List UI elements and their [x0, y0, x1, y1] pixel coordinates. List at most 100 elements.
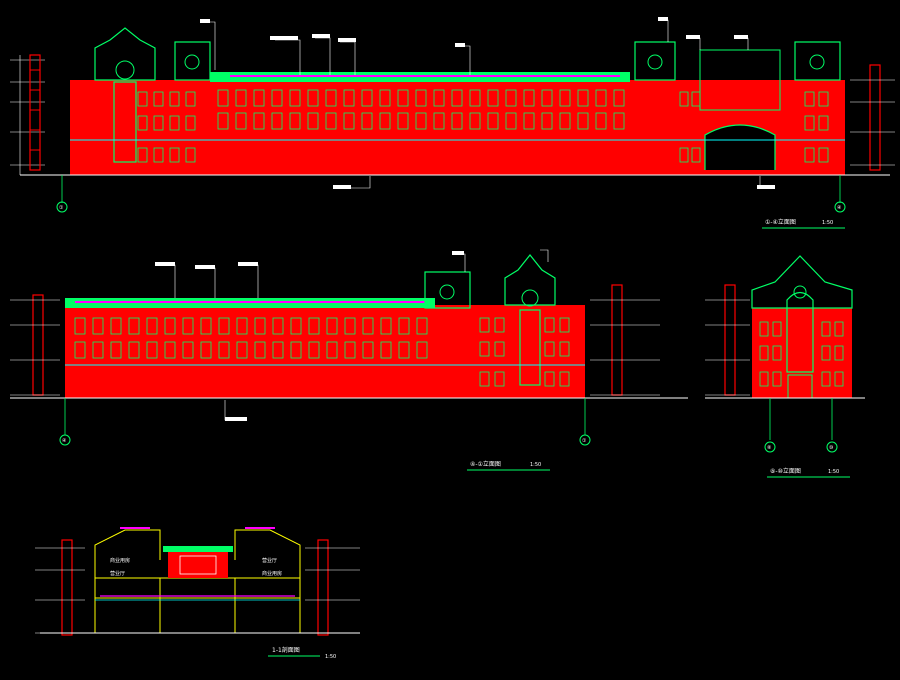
window — [253, 89, 265, 107]
axis-label-left: ① — [59, 205, 64, 211]
right-dimension-column — [590, 299, 660, 396]
window — [416, 341, 428, 359]
view-title: ⑧-⑩立面图 — [770, 467, 801, 475]
view-scale: 1:50 — [822, 220, 833, 226]
window — [818, 147, 829, 163]
window — [379, 112, 391, 130]
window — [290, 341, 302, 359]
window — [679, 91, 689, 107]
side-gable — [751, 255, 853, 309]
window — [834, 345, 844, 361]
axis-label-right: ④ — [837, 205, 842, 211]
window — [325, 112, 337, 130]
window — [544, 371, 555, 387]
right-tower-b-clock — [809, 54, 825, 70]
window — [236, 317, 248, 335]
window — [110, 317, 122, 335]
central-right-block — [699, 49, 781, 111]
window — [559, 371, 570, 387]
window — [487, 112, 499, 130]
right-dimension-column — [850, 79, 895, 166]
window — [821, 321, 831, 337]
window — [595, 89, 607, 107]
window — [494, 341, 505, 357]
window — [254, 341, 266, 359]
window — [128, 317, 140, 335]
window — [254, 317, 266, 335]
window — [544, 341, 555, 357]
window — [146, 341, 158, 359]
window — [479, 317, 490, 333]
left-dim-strip — [61, 539, 73, 636]
window — [494, 317, 505, 333]
window — [772, 371, 782, 387]
window — [541, 89, 553, 107]
window — [217, 112, 229, 130]
view-title: ④-①立面图 — [470, 460, 501, 468]
left-tower-clock — [184, 54, 200, 70]
window — [185, 147, 196, 163]
window — [344, 317, 356, 335]
section-center-window — [179, 555, 217, 575]
section-room-label-4: 商业用房 — [262, 570, 282, 577]
elevation-view-3: ⑧ ⑩ ⑧-⑩立面图 1:50 — [705, 255, 865, 478]
left-dimension-column — [705, 299, 750, 396]
view-title: ①-④立面图 — [765, 218, 796, 226]
axis-label-right: ① — [582, 438, 587, 444]
window — [691, 147, 701, 163]
window — [92, 317, 104, 335]
window — [153, 115, 164, 131]
axis-bubble-left — [764, 441, 776, 453]
window — [821, 371, 831, 387]
view-title: 1-1剖面图 — [272, 646, 300, 654]
window — [398, 341, 410, 359]
window — [236, 341, 248, 359]
window — [451, 112, 463, 130]
window — [308, 317, 320, 335]
window — [679, 147, 689, 163]
window — [834, 321, 844, 337]
window — [397, 89, 409, 107]
window — [821, 345, 831, 361]
window — [218, 341, 230, 359]
window — [182, 317, 194, 335]
window — [235, 89, 247, 107]
window — [128, 341, 140, 359]
window — [361, 112, 373, 130]
window — [110, 341, 122, 359]
window — [433, 112, 445, 130]
side-rose-window — [793, 285, 807, 299]
window — [759, 321, 769, 337]
window — [772, 321, 782, 337]
window — [613, 112, 625, 130]
window — [494, 371, 505, 387]
arch-gateway — [704, 124, 776, 170]
window — [577, 112, 589, 130]
right-gable-tall-window — [519, 309, 541, 386]
section-room-label-1: 商业用房 — [110, 557, 130, 564]
window — [469, 112, 481, 130]
window — [343, 89, 355, 107]
annotation-tags — [155, 251, 464, 421]
window — [153, 147, 164, 163]
window — [398, 317, 410, 335]
left-small-tower — [174, 41, 211, 81]
section-view: 商业用房 营业厅 营业厅 商业用房 1-1剖面图 1:50 — [35, 527, 360, 660]
window — [272, 317, 284, 335]
window — [505, 112, 517, 130]
window — [326, 341, 338, 359]
window — [380, 317, 392, 335]
right-wing-wall — [435, 305, 585, 398]
window — [253, 112, 265, 130]
window — [164, 317, 176, 335]
view-scale: 1:50 — [325, 654, 336, 660]
axis-bubble-left — [56, 201, 68, 213]
left-dimension-column — [10, 299, 60, 396]
window — [361, 89, 373, 107]
right-tower-a — [634, 41, 676, 81]
window — [479, 341, 490, 357]
axis-bubble-right — [834, 201, 846, 213]
section-room-label-2: 营业厅 — [110, 570, 125, 577]
window — [92, 341, 104, 359]
